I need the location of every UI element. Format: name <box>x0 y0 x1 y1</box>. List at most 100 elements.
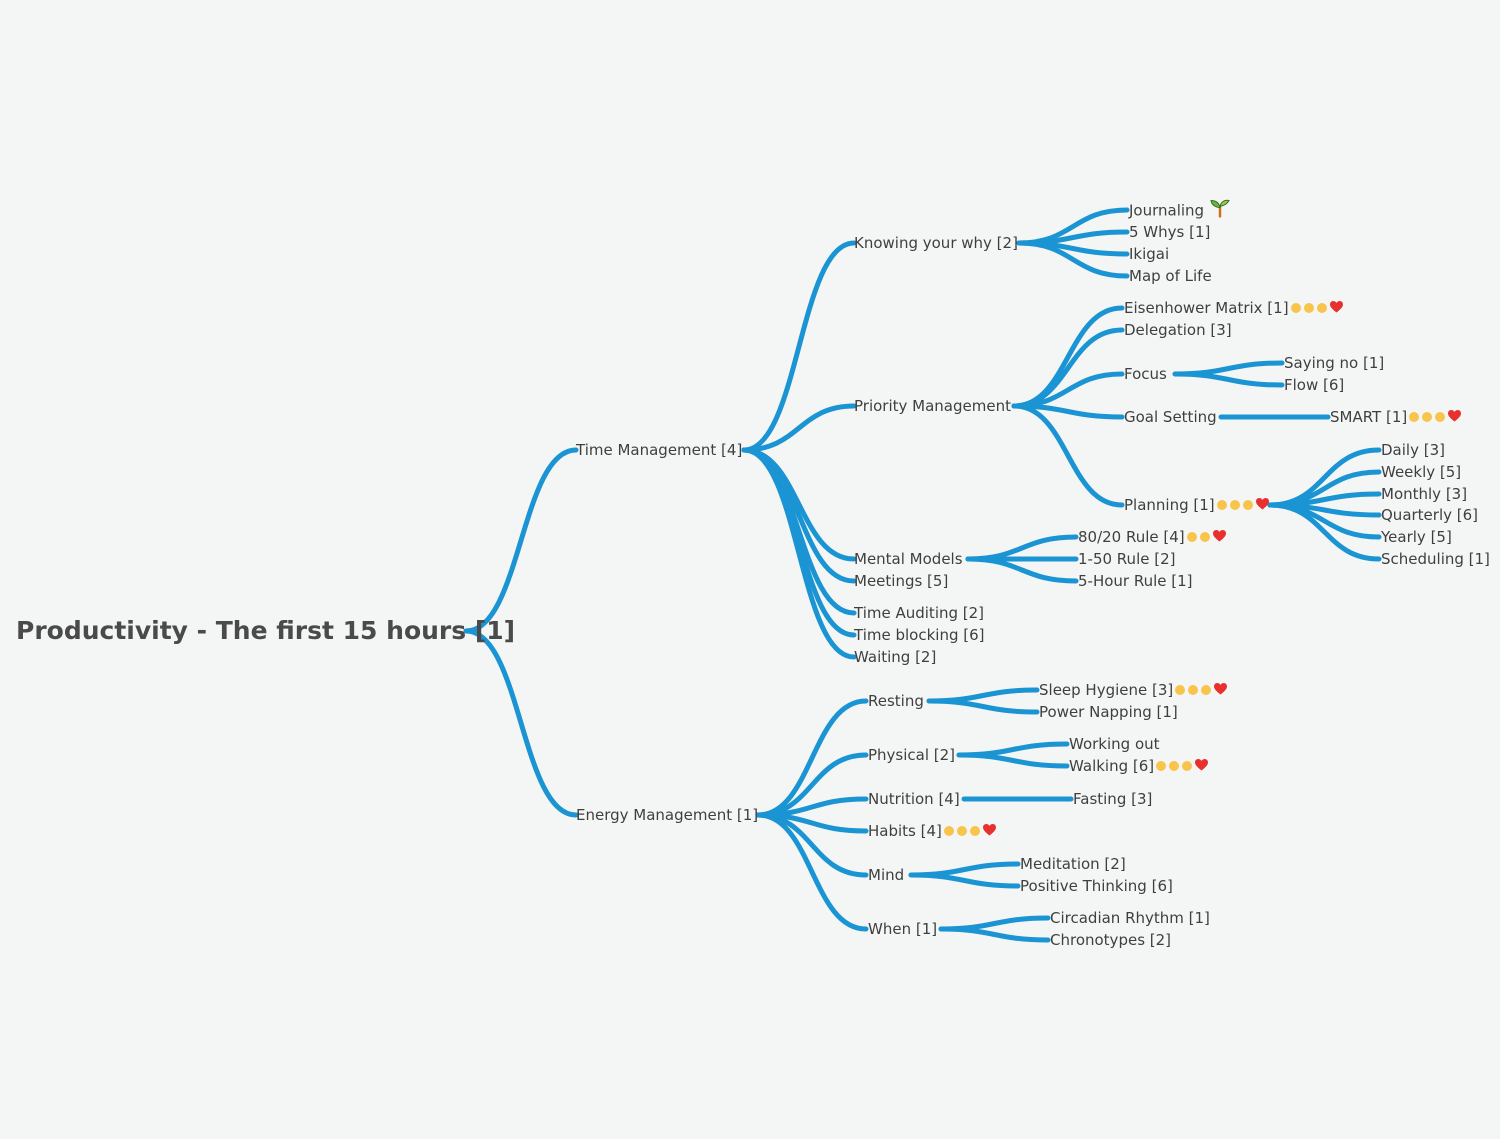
topic-working-out[interactable]: Working out <box>1069 735 1160 753</box>
topic-positive-thinking[interactable]: Positive Thinking [6] <box>1020 877 1173 895</box>
rating-dot-icon <box>1199 532 1210 542</box>
topic-time-blocking[interactable]: Time blocking [6] <box>854 626 985 644</box>
topic-physical[interactable]: Physical [2] <box>868 746 956 764</box>
rating-dot-icon <box>969 826 980 836</box>
topic-1-50-rule[interactable]: 1-50 Rule [2] <box>1078 550 1176 568</box>
branch-connector <box>1172 371 1285 388</box>
rating-dot-icon <box>1188 685 1199 695</box>
branch-connector <box>1011 403 1125 420</box>
topic-when[interactable]: When [1] <box>868 920 938 938</box>
branch-connector <box>1011 403 1125 508</box>
rating-marks <box>1216 495 1269 515</box>
topic-sleep-hygiene-label: Sleep Hygiene [3] <box>1039 681 1174 699</box>
branch-connector <box>965 556 1079 584</box>
rating-dot-icon <box>956 826 967 836</box>
branch-connector <box>956 752 1070 769</box>
topic-knowing-your-why[interactable]: Knowing your why [2] <box>854 234 1018 252</box>
branch-connector <box>463 447 579 634</box>
topic-80-20-label: 80/20 Rule [4] <box>1078 528 1185 546</box>
rating-dot-icon <box>1409 412 1420 422</box>
topic-chronotypes[interactable]: Chronotypes [2] <box>1050 931 1172 949</box>
rating-dot-icon <box>1175 685 1186 695</box>
heart-icon <box>982 821 996 841</box>
topic-resting[interactable]: Resting <box>868 692 924 710</box>
topic-mind[interactable]: Mind <box>868 866 905 884</box>
topic-meditation[interactable]: Meditation [2] <box>1020 855 1126 873</box>
rating-dot-icon <box>943 826 954 836</box>
topic-time-auditing[interactable]: Time Auditing [2] <box>854 604 985 622</box>
topic-goal-setting[interactable]: Goal Setting <box>1124 408 1217 426</box>
topic-fasting[interactable]: Fasting [3] <box>1073 790 1153 808</box>
rating-dot-icon <box>1422 412 1433 422</box>
topic-ikigai[interactable]: Ikigai <box>1129 245 1170 263</box>
topic-journaling[interactable]: Journaling <box>1129 198 1230 223</box>
topic-walking[interactable]: Walking [6] <box>1069 756 1209 776</box>
topic-5-whys[interactable]: 5 Whys [1] <box>1129 223 1211 241</box>
topic-habits-label: Habits [4] <box>868 822 942 840</box>
topic-circadian-rhythm[interactable]: Circadian Rhythm [1] <box>1050 909 1210 927</box>
branch-connector <box>755 796 869 818</box>
topic-5-hour-rule[interactable]: 5-Hour Rule [1] <box>1078 572 1193 590</box>
branch-connector <box>926 698 1040 715</box>
rating-marks <box>1186 527 1226 547</box>
branch-connector <box>1011 327 1125 409</box>
topic-nutrition[interactable]: Nutrition [4] <box>868 790 960 808</box>
root-topic[interactable]: Productivity - The first 15 hours [1] <box>16 616 516 645</box>
rating-dot-icon <box>1201 685 1212 695</box>
heart-icon <box>1448 407 1462 427</box>
topic-waiting[interactable]: Waiting [2] <box>854 648 937 666</box>
rating-marks <box>1290 298 1343 318</box>
rating-dot-icon <box>1290 303 1301 313</box>
heart-icon <box>1255 495 1269 515</box>
topic-map-of-life[interactable]: Map of Life <box>1129 267 1212 285</box>
topic-planning[interactable]: Planning [1] <box>1124 495 1269 515</box>
heart-icon <box>1214 680 1228 700</box>
topic-eisenhower-matrix[interactable]: Eisenhower Matrix [1] <box>1124 298 1343 318</box>
branch-connector <box>908 872 1021 889</box>
topic-focus[interactable]: Focus <box>1124 365 1167 383</box>
topic-80-20-rule[interactable]: 80/20 Rule [4] <box>1078 527 1226 547</box>
branch-connector <box>741 447 857 660</box>
heart-icon <box>1195 756 1209 776</box>
topic-saying-no[interactable]: Saying no [1] <box>1284 354 1385 372</box>
branch-connector <box>938 926 1051 943</box>
rating-dot-icon <box>1229 500 1240 510</box>
topic-smart-label: SMART [1] <box>1330 408 1408 426</box>
topic-monthly[interactable]: Monthly [3] <box>1381 485 1468 503</box>
rating-dot-icon <box>1169 761 1180 771</box>
rating-marks <box>1156 756 1209 776</box>
topic-scheduling[interactable]: Scheduling [1] <box>1381 550 1490 568</box>
topic-time-management[interactable]: Time Management [4] <box>576 441 743 459</box>
rating-dot-icon <box>1186 532 1197 542</box>
topic-planning-label: Planning [1] <box>1124 496 1215 514</box>
topic-sleep-hygiene[interactable]: Sleep Hygiene [3] <box>1039 680 1228 700</box>
rating-dot-icon <box>1316 303 1327 313</box>
sprout-icon <box>1210 198 1230 223</box>
topic-meetings[interactable]: Meetings [5] <box>854 572 949 590</box>
topic-weekly[interactable]: Weekly [5] <box>1381 463 1462 481</box>
topic-power-napping[interactable]: Power Napping [1] <box>1039 703 1178 721</box>
branch-connector <box>1016 240 1130 279</box>
rating-dot-icon <box>1303 303 1314 313</box>
topic-habits[interactable]: Habits [4] <box>868 821 996 841</box>
rating-dot-icon <box>1435 412 1446 422</box>
topic-yearly[interactable]: Yearly [5] <box>1381 528 1452 546</box>
branch-connector <box>1267 502 1382 562</box>
topic-mental-models[interactable]: Mental Models <box>854 550 963 568</box>
topic-energy-management[interactable]: Energy Management [1] <box>576 806 759 824</box>
topic-smart[interactable]: SMART [1] <box>1330 407 1462 427</box>
topic-delegation[interactable]: Delegation [3] <box>1124 321 1232 339</box>
rating-marks <box>1409 407 1462 427</box>
rating-marks <box>943 821 996 841</box>
topic-flow[interactable]: Flow [6] <box>1284 376 1345 394</box>
rating-dot-icon <box>1216 500 1227 510</box>
branch-connector <box>741 447 857 616</box>
branch-connector <box>741 403 857 453</box>
heart-icon <box>1329 298 1343 318</box>
topic-eisenhower-label: Eisenhower Matrix [1] <box>1124 299 1289 317</box>
topic-daily[interactable]: Daily [3] <box>1381 441 1445 459</box>
rating-dot-icon <box>1242 500 1253 510</box>
topic-quarterly[interactable]: Quarterly [6] <box>1381 506 1479 524</box>
topic-priority-management[interactable]: Priority Management <box>854 397 1011 415</box>
